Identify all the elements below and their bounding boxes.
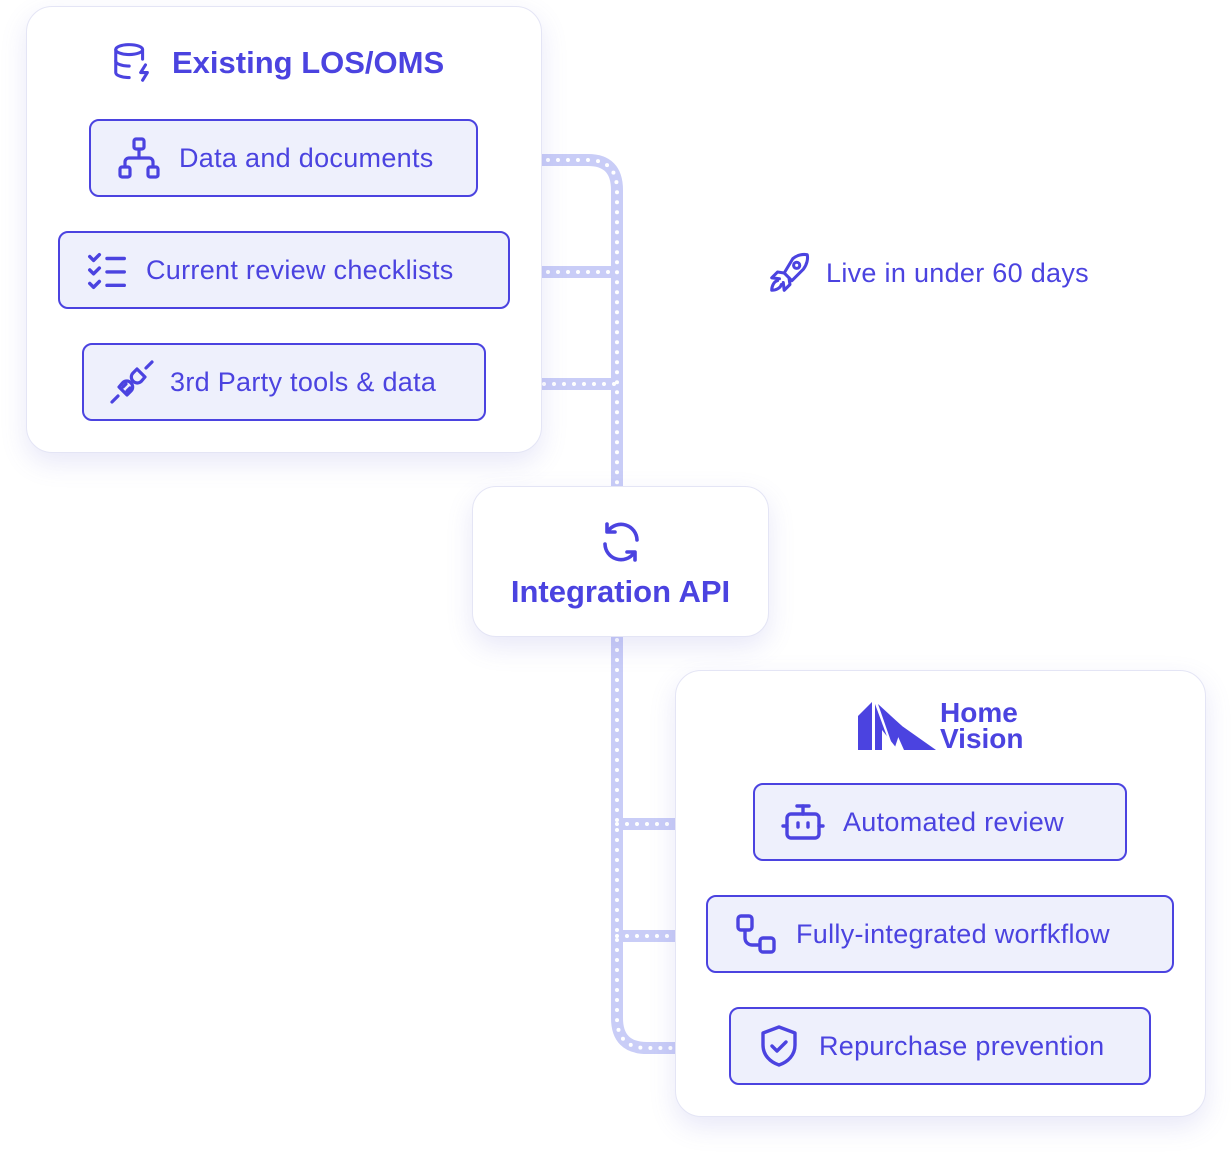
connector-repurchase <box>611 624 738 1054</box>
existing-los-oms-title: Existing LOS/OMS <box>110 40 444 86</box>
homevision-logo: Home Vision <box>858 697 1024 754</box>
refresh-icon <box>603 522 639 562</box>
source-item-3rd-party: 3rd Party tools & data <box>82 343 486 421</box>
database-bolt-icon <box>114 43 149 82</box>
homevision-item-label: Repurchase prevention <box>819 1030 1105 1061</box>
source-item-label: Current review checklists <box>146 254 454 285</box>
workflow-icon <box>736 914 776 954</box>
robot-icon <box>781 804 825 840</box>
homevision-logo-mark-icon <box>858 702 936 750</box>
rocket-icon <box>770 252 810 292</box>
source-item-label: Data and documents <box>179 142 434 173</box>
homevision-item-label: Fully-integrated worfkflow <box>796 918 1110 949</box>
integration-api-card <box>472 486 769 637</box>
source-item-review-checklists: Current review checklists <box>58 231 510 309</box>
plug-icon <box>110 360 154 404</box>
homevision-logo-line2: Vision <box>940 723 1024 754</box>
existing-los-oms-label: Existing LOS/OMS <box>172 45 445 80</box>
homevision-item-automated-review: Automated review <box>753 783 1127 861</box>
homevision-item-repurchase-prevention: Repurchase prevention <box>729 1007 1151 1085</box>
sitemap-icon <box>118 137 160 179</box>
tagline-text: Live in under 60 days <box>826 257 1089 288</box>
shield-check-icon <box>761 1025 797 1067</box>
homevision-logo-line1: Home <box>940 697 1018 728</box>
homevision-item-workflow: Fully-integrated worfkflow <box>706 895 1174 973</box>
checklist-icon <box>88 252 126 289</box>
integration-api-title: Integration API <box>472 574 769 610</box>
source-item-data-documents: Data and documents <box>89 119 478 197</box>
source-item-label: 3rd Party tools & data <box>170 366 437 397</box>
homevision-item-label: Automated review <box>843 806 1064 837</box>
tagline: Live in under 60 days <box>766 250 1089 296</box>
integration-api-label: Integration API <box>510 574 731 609</box>
